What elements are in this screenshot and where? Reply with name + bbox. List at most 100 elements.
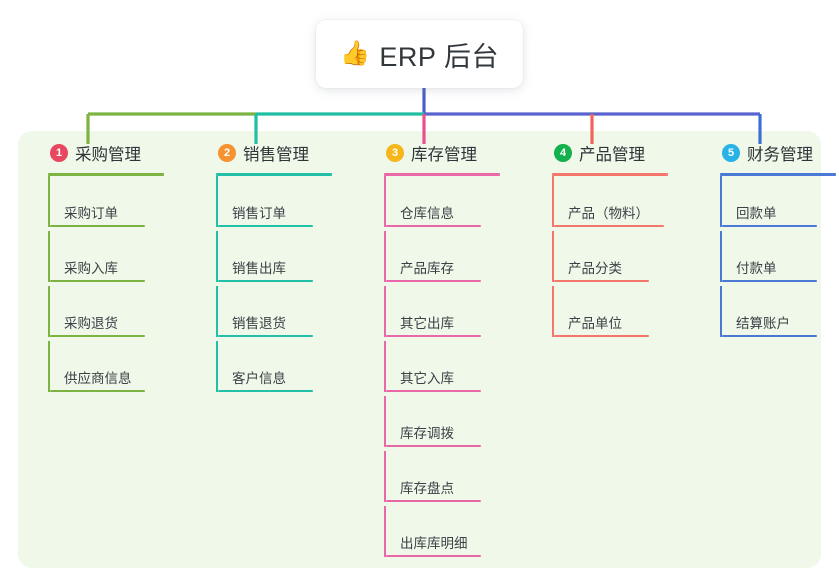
list-item[interactable]: 仓库信息 xyxy=(384,176,526,231)
list-item[interactable]: 结算账户 xyxy=(720,286,839,341)
leaf-connector xyxy=(552,286,554,337)
leaf-connector xyxy=(384,506,386,557)
list-item-label: 采购入库 xyxy=(64,261,118,276)
leaf-connector xyxy=(216,286,218,337)
list-item-label: 其它入库 xyxy=(400,371,454,386)
leaf-connector xyxy=(384,286,386,337)
root-node-title: 👍 ERP 后台 xyxy=(340,35,499,74)
column-header-underline xyxy=(216,173,332,176)
column-badge-3: 3 xyxy=(386,144,404,162)
list-item[interactable]: 供应商信息 xyxy=(48,341,190,396)
list-item[interactable]: 销售退货 xyxy=(216,286,358,341)
list-item-label: 回款单 xyxy=(736,206,777,221)
list-item-label: 结算账户 xyxy=(736,316,790,331)
leaf-connector xyxy=(384,176,386,227)
leaf-connector xyxy=(720,176,722,227)
column-4: 4 产品管理产品（物料） 产品分类产品单位 xyxy=(534,140,694,337)
list-item-underline xyxy=(554,280,649,282)
list-item[interactable]: 采购订单 xyxy=(48,176,190,231)
list-item-underline xyxy=(50,335,145,337)
list-item[interactable]: 付款单 xyxy=(720,231,839,286)
column-title-label: 销售管理 xyxy=(243,146,309,164)
column-badge-1: 1 xyxy=(50,144,68,162)
list-item-underline xyxy=(386,390,481,392)
leaf-connector xyxy=(384,451,386,502)
column-header-2[interactable]: 2 销售管理 xyxy=(198,140,358,166)
list-item[interactable]: 产品（物料） xyxy=(552,176,694,231)
list-item-label: 产品单位 xyxy=(568,316,622,331)
leaf-connector xyxy=(552,176,554,227)
list-item[interactable]: 库存调拨 xyxy=(384,396,526,451)
column-title-label: 财务管理 xyxy=(747,146,813,164)
leaf-connector xyxy=(216,176,218,227)
column-header-3[interactable]: 3 库存管理 xyxy=(366,140,526,166)
list-item-underline xyxy=(386,555,481,557)
list-item[interactable]: 采购退货 xyxy=(48,286,190,341)
list-item-label: 出库库明细 xyxy=(400,536,468,551)
leaf-connector xyxy=(720,231,722,282)
list-item[interactable]: 其它出库 xyxy=(384,286,526,341)
list-item-underline xyxy=(218,280,313,282)
column-header-underline xyxy=(384,173,500,176)
list-item[interactable]: 库存盘点 xyxy=(384,451,526,506)
list-item-underline xyxy=(218,335,313,337)
column-header-5[interactable]: 5 财务管理 xyxy=(702,140,839,166)
list-item[interactable]: 产品分类 xyxy=(552,231,694,286)
thumbs-up-icon: 👍 xyxy=(340,40,371,67)
column-badge-2: 2 xyxy=(218,144,236,162)
list-item-label: 付款单 xyxy=(736,261,777,276)
root-node-label: ERP 后台 xyxy=(379,41,499,72)
column-header-underline xyxy=(720,173,836,176)
leaf-connector xyxy=(216,341,218,392)
list-item-label: 库存调拨 xyxy=(400,426,454,441)
list-item-underline xyxy=(386,500,481,502)
column-badge-5: 5 xyxy=(722,144,740,162)
leaf-connector xyxy=(48,231,50,282)
list-item-label: 库存盘点 xyxy=(400,481,454,496)
column-items: 仓库信息产品库存其它出库其它入库库存调拨库存盘点出库库明细 xyxy=(384,176,526,561)
leaf-connector xyxy=(48,341,50,392)
column-title-label: 库存管理 xyxy=(411,146,477,164)
list-item-label: 销售订单 xyxy=(232,206,286,221)
list-item-underline xyxy=(218,225,313,227)
column-badge-4: 4 xyxy=(554,144,572,162)
list-item[interactable]: 其它入库 xyxy=(384,341,526,396)
column-items: 产品（物料） 产品分类产品单位 xyxy=(552,176,694,341)
column-title-label: 产品管理 xyxy=(579,146,645,164)
root-node-card[interactable]: 👍 ERP 后台 xyxy=(316,20,523,88)
list-item[interactable]: 客户信息 xyxy=(216,341,358,396)
list-item[interactable]: 产品单位 xyxy=(552,286,694,341)
leaf-connector xyxy=(552,231,554,282)
list-item[interactable]: 采购入库 xyxy=(48,231,190,286)
leaf-connector xyxy=(720,286,722,337)
list-item-underline xyxy=(386,280,481,282)
list-item-label: 采购订单 xyxy=(64,206,118,221)
list-item-underline xyxy=(722,280,817,282)
leaf-connector xyxy=(384,231,386,282)
column-3: 3 库存管理仓库信息产品库存其它出库其它入库库存调拨库存盘点出库库明细 xyxy=(366,140,526,557)
list-item[interactable]: 出库库明细 xyxy=(384,506,526,561)
list-item-underline xyxy=(50,225,145,227)
column-header-underline xyxy=(552,173,668,176)
list-item[interactable]: 回款单 xyxy=(720,176,839,231)
list-item-label: 其它出库 xyxy=(400,316,454,331)
leaf-connector xyxy=(384,341,386,392)
column-5: 5 财务管理回款单付款单结算账户 xyxy=(702,140,839,337)
list-item[interactable]: 销售订单 xyxy=(216,176,358,231)
leaf-connector xyxy=(216,231,218,282)
list-item[interactable]: 产品库存 xyxy=(384,231,526,286)
list-item-label: 销售出库 xyxy=(232,261,286,276)
list-item-label: 销售退货 xyxy=(232,316,286,331)
list-item-underline xyxy=(722,225,817,227)
column-header-4[interactable]: 4 产品管理 xyxy=(534,140,694,166)
column-items: 采购订单采购入库采购退货供应商信息 xyxy=(48,176,190,396)
list-item-underline xyxy=(554,225,664,227)
leaf-connector xyxy=(48,286,50,337)
column-items: 回款单付款单结算账户 xyxy=(720,176,839,341)
list-item-label: 产品（物料） xyxy=(568,206,649,221)
list-item[interactable]: 销售出库 xyxy=(216,231,358,286)
diagram-panel xyxy=(18,131,821,568)
list-item-label: 客户信息 xyxy=(232,371,286,386)
column-header-underline xyxy=(48,173,164,176)
